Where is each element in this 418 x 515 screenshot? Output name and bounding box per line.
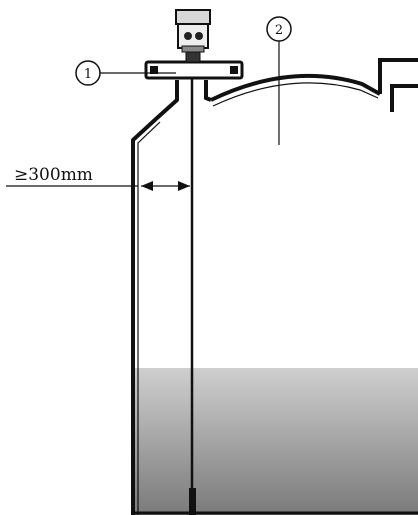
tank-roof-inner bbox=[212, 82, 379, 107]
tank-roof bbox=[210, 73, 381, 102]
mounting-flange bbox=[144, 60, 244, 80]
flange-bolt-left bbox=[150, 66, 158, 74]
wall-clearance-label: ≥300mm bbox=[14, 165, 93, 185]
dimension-arrow-left bbox=[141, 181, 153, 191]
callout-2-label: 2 bbox=[275, 23, 283, 38]
callout-2-circle bbox=[266, 16, 292, 42]
radar-transmitter-head bbox=[175, 9, 211, 63]
dimension-arrow-right bbox=[178, 181, 190, 191]
flange-bolt-right bbox=[230, 66, 238, 74]
liquid-fill bbox=[134, 368, 418, 515]
probe-weight bbox=[189, 488, 196, 515]
callout-1-circle bbox=[75, 60, 101, 86]
tank-left-wall-inner bbox=[137, 121, 161, 515]
callout-1-label: 1 bbox=[84, 67, 92, 82]
tank-nozzle bbox=[175, 80, 212, 102]
tank-manway bbox=[378, 58, 418, 112]
